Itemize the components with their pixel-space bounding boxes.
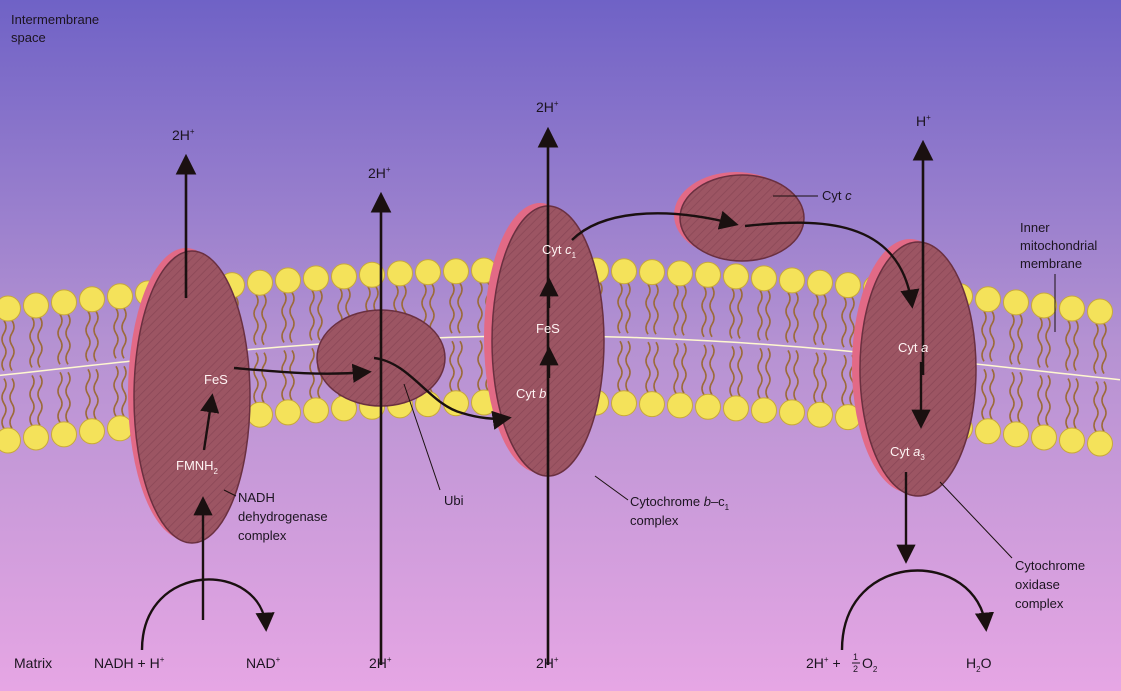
lipid-head-inner bbox=[1088, 431, 1113, 456]
lipid-head-inner bbox=[640, 392, 665, 417]
lipid-head-outer bbox=[976, 287, 1001, 312]
cyta-label: Cyt a bbox=[898, 340, 928, 355]
lipid-head-inner bbox=[24, 425, 49, 450]
lipid-head-inner bbox=[1060, 428, 1085, 453]
lipid-head-outer bbox=[808, 270, 833, 295]
lipid-head-outer bbox=[276, 268, 301, 293]
nadh-h-label: NADH + H+ bbox=[94, 655, 165, 671]
lipid-head-outer bbox=[304, 266, 329, 291]
lipid-head-inner bbox=[808, 402, 833, 427]
lipid-head-outer bbox=[416, 260, 441, 285]
matrix-label: Matrix bbox=[14, 655, 52, 671]
cytb-label: Cyt b bbox=[516, 386, 546, 401]
lipid-head-outer bbox=[1004, 290, 1029, 315]
cytc-label: Cyt c bbox=[822, 188, 852, 203]
fes-2-label: FeS bbox=[536, 321, 560, 336]
lipid-head-outer bbox=[612, 259, 637, 284]
svg-text:1: 1 bbox=[853, 652, 858, 662]
lipid-head-inner bbox=[248, 402, 273, 427]
lipid-head-inner bbox=[1004, 422, 1029, 447]
lipid-head-outer bbox=[248, 270, 273, 295]
lipid-head-outer bbox=[24, 293, 49, 318]
lipid-head-inner bbox=[780, 400, 805, 425]
svg-text:2H+ +: 2H+ + bbox=[806, 655, 841, 671]
ubi-label: Ubi bbox=[444, 493, 464, 508]
lipid-head-outer bbox=[108, 284, 133, 309]
nadh-dehydrogenase-protein bbox=[128, 248, 250, 543]
lipid-head-outer bbox=[696, 262, 721, 287]
lipid-head-inner bbox=[276, 400, 301, 425]
lipid-head-outer bbox=[640, 260, 665, 285]
lipid-head-outer bbox=[0, 296, 21, 321]
lipid-head-inner bbox=[976, 419, 1001, 444]
lipid-head-inner bbox=[304, 398, 329, 423]
lipid-head-outer bbox=[668, 261, 693, 286]
lipid-head-inner bbox=[696, 394, 721, 419]
lipid-head-outer bbox=[52, 290, 77, 315]
lipid-head-outer bbox=[724, 264, 749, 289]
lipid-head-inner bbox=[52, 422, 77, 447]
lipid-head-outer bbox=[780, 268, 805, 293]
lipid-head-inner bbox=[80, 419, 105, 444]
fes-1-label: FeS bbox=[204, 372, 228, 387]
lipid-head-inner bbox=[752, 398, 777, 423]
lipid-head-outer bbox=[1032, 293, 1057, 318]
lipid-head-inner bbox=[0, 428, 21, 453]
nad-label: NAD+ bbox=[246, 655, 281, 671]
lipid-head-outer bbox=[836, 273, 861, 298]
lipid-head-inner bbox=[612, 391, 637, 416]
lipid-head-inner bbox=[668, 393, 693, 418]
lipid-head-inner bbox=[724, 396, 749, 421]
svg-text:2: 2 bbox=[853, 664, 858, 674]
lipid-head-inner bbox=[1032, 425, 1057, 450]
lipid-head-outer bbox=[332, 264, 357, 289]
lipid-head-inner bbox=[108, 416, 133, 441]
lipid-head-outer bbox=[444, 259, 469, 284]
lipid-head-outer bbox=[1060, 296, 1085, 321]
lipid-head-outer bbox=[752, 266, 777, 291]
lipid-head-outer bbox=[80, 287, 105, 312]
lipid-head-outer bbox=[1088, 299, 1113, 324]
lipid-head-outer bbox=[388, 261, 413, 286]
